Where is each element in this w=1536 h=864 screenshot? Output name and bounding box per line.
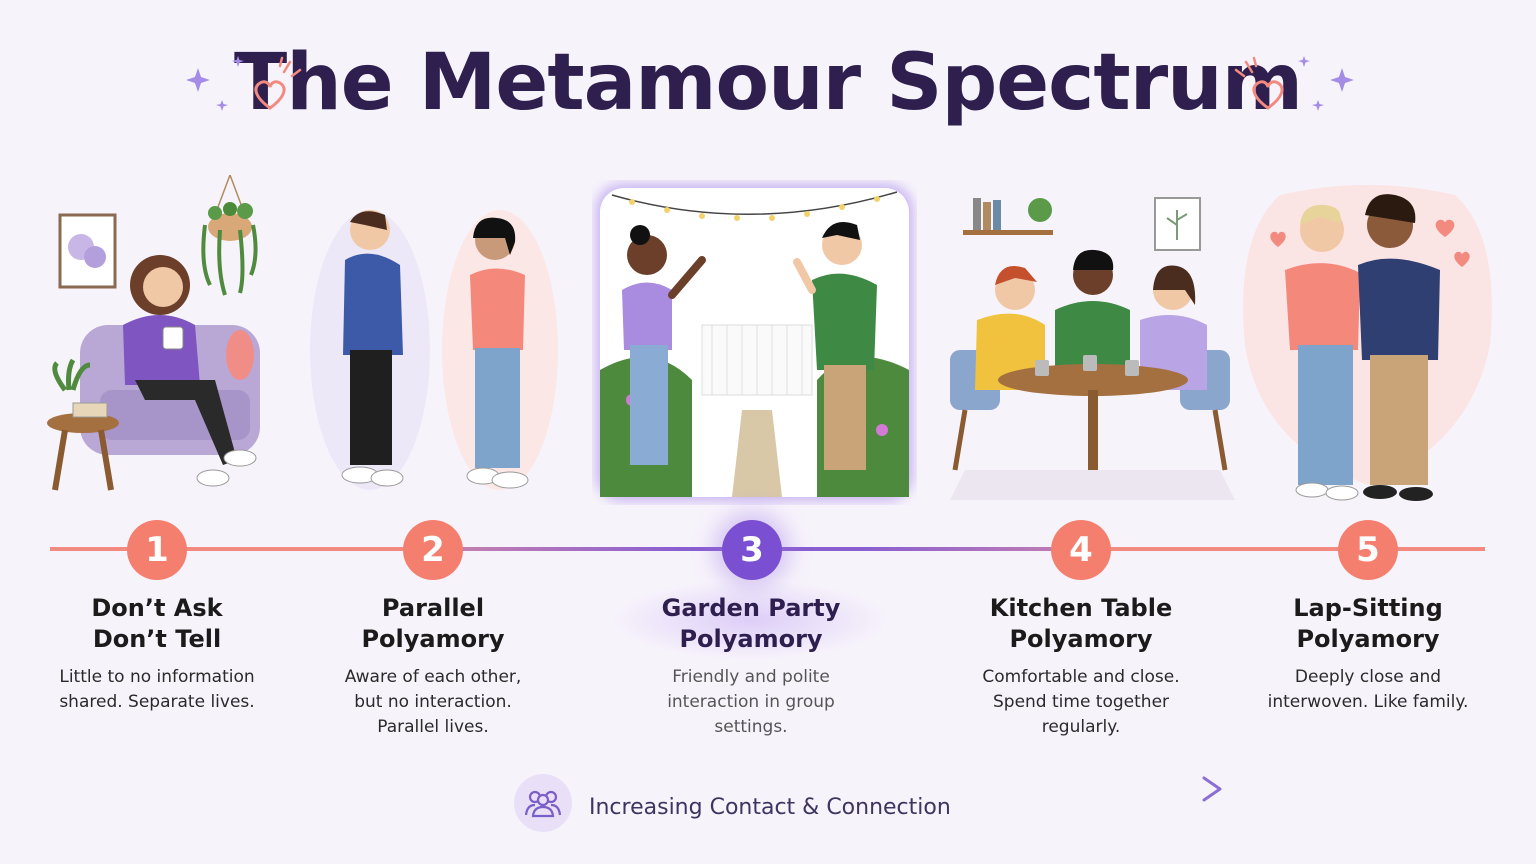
stage-node-5: 5 [1338,520,1398,580]
stage-title-4: Kitchen Table Polyamory [931,593,1231,655]
stage-title-4-line2: Polyamory [1009,625,1153,653]
stage-title-1: Don’t Ask Don’t Tell [7,593,307,655]
stage-title-2-line1: Parallel [381,594,485,622]
stage-desc-3-line1: Friendly and polite [672,667,830,687]
stage-title-5: Lap-Sitting Polyamory [1218,593,1518,655]
stage-title-3: Garden Party Polyamory [601,593,901,655]
sparkle-heart-decoration-left [186,56,302,111]
stage-desc-5-line2: interwoven. Like family. [1267,692,1469,712]
axis-label: Increasing Contact & Connection [589,795,951,820]
stage-title-1-line1: Don’t Ask [91,594,223,622]
stage-title-2-line2: Polyamory [361,625,505,653]
stage-title-3-line1: Garden Party [661,594,841,622]
stage-desc-3: Friendly and polite interaction in group… [621,665,881,740]
stage-desc-1-line2: shared. Separate lives. [59,692,255,712]
stage-desc-2-line1: Aware of each other, [344,667,522,687]
stage-desc-2-line2: but no interaction. [354,692,512,712]
stage-desc-5: Deeply close and interwoven. Like family… [1238,665,1498,715]
stage-title-1-line2: Don’t Tell [92,625,222,653]
page-title: The Metamour Spectrum [234,38,1303,128]
stage-desc-3-line3: settings. [714,717,788,737]
stage-node-2: 2 [403,520,463,580]
sparkle-heart-decoration-right [1234,56,1354,111]
illustration-stage-4 [950,197,1235,500]
stage-desc-2-line3: Parallel lives. [377,717,489,737]
timeline-line-coral-right [1080,547,1485,551]
stage-desc-4-line3: regularly. [1041,717,1121,737]
stage-node-1: 1 [127,520,187,580]
stage-desc-4-line1: Comfortable and close. [982,667,1180,687]
stage-node-3: 3 [722,520,782,580]
stage-title-5-line1: Lap-Sitting [1293,594,1443,622]
stage-node-4: 4 [1051,520,1111,580]
illustration-stage-3 [596,184,913,501]
stage-desc-3-line2: interaction in group [667,692,835,712]
illustration-stage-5 [1243,185,1492,501]
stage-desc-2: Aware of each other, but no interaction.… [303,665,563,740]
people-group-icon [514,774,572,832]
stage-desc-1-line1: Little to no information [59,667,255,687]
stage-title-5-line2: Polyamory [1296,625,1440,653]
stage-desc-1: Little to no information shared. Separat… [27,665,287,715]
connection-arrow [305,776,1222,802]
stage-desc-4: Comfortable and close. Spend time togeth… [951,665,1211,740]
stage-desc-4-line2: Spend time together [992,692,1170,712]
active-stage-glow [610,580,890,660]
illustration-stage-2 [310,210,558,490]
stage-title-4-line1: Kitchen Table [989,594,1173,622]
stage-desc-5-line1: Deeply close and [1294,667,1442,687]
stage-title-2: Parallel Polyamory [283,593,583,655]
illustration-stage-1 [47,175,260,491]
stage-title-3-line2: Polyamory [679,625,823,653]
timeline-line-coral-left [50,547,460,551]
